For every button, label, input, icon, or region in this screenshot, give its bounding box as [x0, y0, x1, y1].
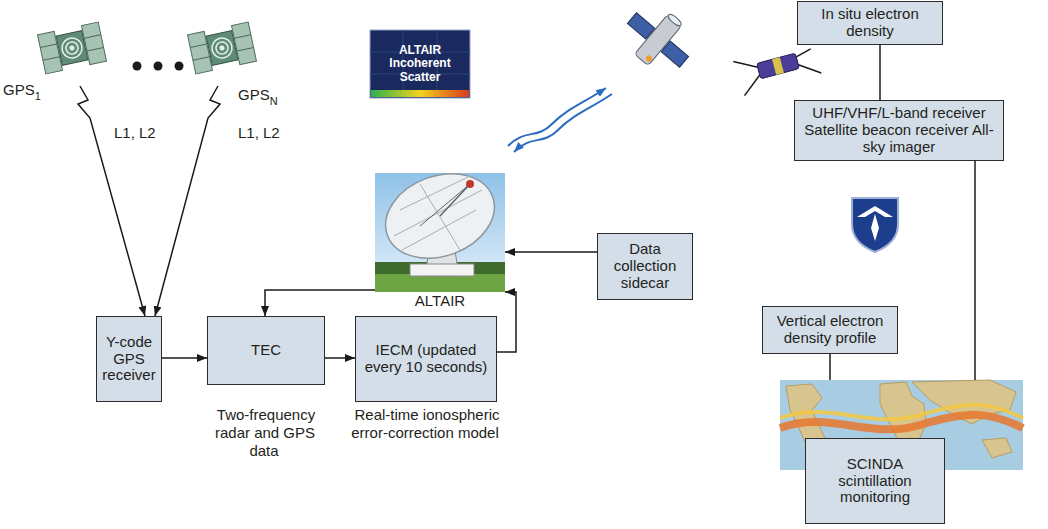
satellite-antenna — [795, 49, 811, 57]
connector-arrow — [497, 292, 516, 352]
caption-text: Real-time ionospheric error-correction m… — [351, 406, 501, 441]
caption-label: Two-frequency radar and GPS data — [200, 406, 330, 460]
antenna-coil — [215, 41, 229, 55]
node-text: GPS — [3, 81, 35, 98]
panel-line — [190, 44, 207, 48]
satellite-thruster — [645, 54, 653, 62]
process-box: In situ electron density — [797, 1, 943, 45]
radar-photo-grass — [375, 274, 505, 292]
panel-line — [40, 44, 57, 48]
subscript-index: N — [270, 95, 278, 107]
label-group: ALTAIR Incoherent Scatter — [372, 30, 468, 98]
antenna-coil — [210, 36, 234, 60]
label-group: GPSN — [238, 86, 278, 104]
satellite-label: GPSN — [192, 24, 292, 86]
caption-label: Real-time ionospheric error-correction m… — [350, 406, 502, 442]
connector-line — [879, 45, 881, 100]
process-box: TEC — [207, 316, 325, 385]
signal-name: L1, L2 — [112, 124, 158, 141]
satellite-dish — [667, 13, 683, 28]
ellipsis-dot — [175, 62, 184, 71]
node-text: TEC — [251, 342, 281, 359]
satellite-body — [757, 53, 800, 79]
map-panel: SCINDA scintillation monitoring — [780, 380, 1023, 527]
connector-arrow — [78, 86, 145, 316]
connector-line — [829, 354, 831, 380]
panel-line — [237, 47, 254, 51]
panel-line — [84, 35, 101, 39]
scintillation-band — [780, 405, 1023, 420]
signal-label: L1, L2 — [236, 124, 282, 142]
node-text: Vertical electron density profile — [768, 313, 892, 347]
radar-link-arrow — [508, 88, 606, 146]
satellite-antenna — [798, 60, 821, 79]
radar-link-arrow — [514, 94, 612, 152]
antenna-coil — [69, 45, 75, 51]
node-text: Y-code GPS receiver — [102, 334, 156, 385]
satellite-body — [56, 31, 88, 66]
satellite-antenna — [733, 56, 757, 73]
gps-satellite-icon — [38, 22, 107, 74]
label-box: SCINDA scintillation monitoring — [805, 438, 945, 524]
node-text: Data collection sidecar — [603, 241, 687, 292]
ellipsis-dot — [133, 62, 142, 71]
antenna-coil — [65, 41, 79, 55]
node-text: ALTAIR — [415, 293, 465, 310]
panel-line — [234, 35, 251, 39]
connector-arrow — [265, 290, 375, 316]
logo-star — [871, 214, 879, 241]
process-box: Vertical electron density profile — [762, 306, 898, 354]
process-box: UHF/VHF/L-band receiver Satellite beacon… — [794, 100, 1004, 161]
antenna-coil — [60, 36, 84, 60]
radar-dish — [374, 159, 507, 272]
satellite-icon — [615, 0, 702, 82]
scatter-image — [370, 30, 470, 98]
radar-building — [410, 264, 474, 276]
radar-photo-trees — [375, 262, 505, 276]
node-text: UHF/VHF/L-band receiver Satellite beacon… — [800, 105, 998, 156]
satellite-body — [206, 31, 238, 66]
feed-strut — [440, 184, 470, 216]
label-group: ALTAIR — [375, 293, 505, 310]
afrl-shield-logo — [852, 198, 898, 252]
radar-feed — [466, 180, 474, 188]
node-text: ALTAIR Incoherent Scatter — [372, 44, 468, 85]
caption-text: Two-frequency radar and GPS data — [215, 406, 315, 459]
node-text: In situ electron density — [803, 6, 937, 40]
panel-line — [43, 57, 60, 61]
signal-label: L1, L2 — [112, 124, 158, 142]
satellite-band — [772, 57, 784, 75]
panel-line — [193, 57, 210, 61]
map-continent — [982, 438, 1012, 458]
feed-strut — [420, 184, 470, 226]
connector-arrow — [325, 357, 355, 359]
scatter-band — [371, 90, 469, 97]
panel-line — [87, 47, 104, 51]
node-text: GPS — [238, 86, 270, 103]
signal-name: L1, L2 — [236, 124, 282, 141]
dish-lattice — [420, 184, 460, 250]
connector-arrow — [162, 357, 207, 359]
process-box: Y-code GPS receiver — [96, 316, 162, 402]
subscript-index: 1 — [35, 90, 41, 102]
gps-satellite-icon — [188, 22, 257, 74]
process-box: Data collection sidecar — [597, 233, 693, 300]
antenna-photo: ALTAIR — [375, 173, 505, 313]
satellite-label: GPS1 — [2, 24, 102, 86]
connector-arrow — [505, 251, 597, 253]
label-group: GPS1 — [3, 81, 41, 99]
node-text: IECM (updated every 10 seconds) — [361, 342, 491, 376]
connector-line — [974, 161, 976, 380]
satellite-icon — [733, 40, 822, 96]
satellite-antenna — [740, 75, 763, 96]
process-box: IECM (updated every 10 seconds) — [355, 316, 497, 402]
node-text: SCINDA scintillation monitoring — [812, 456, 938, 507]
ellipsis-dot — [154, 62, 163, 71]
radar-image: ALTAIR Incoherent Scatter — [370, 30, 470, 98]
antenna-coil — [219, 45, 225, 51]
connector-arrow — [155, 86, 220, 316]
